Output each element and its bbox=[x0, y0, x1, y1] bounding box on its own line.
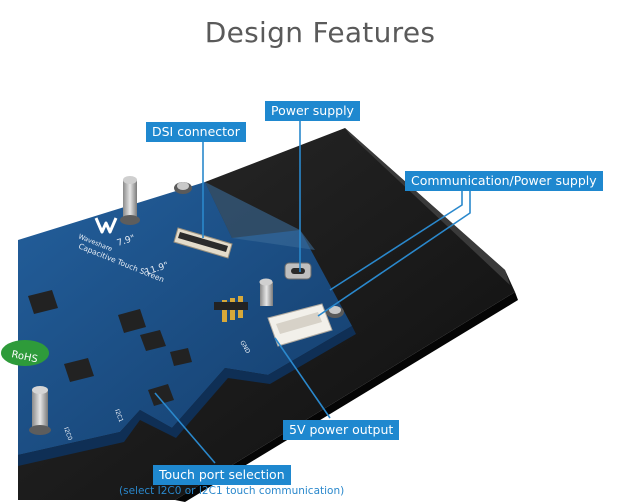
pcb-board bbox=[18, 182, 356, 466]
usb-c-port bbox=[284, 262, 312, 280]
callout-dsi-connector: DSI connector bbox=[146, 122, 246, 142]
leader-touch bbox=[154, 392, 216, 464]
callout-leaders bbox=[154, 116, 471, 464]
standoff-post bbox=[259, 278, 273, 306]
callout-power-supply: Power supply bbox=[265, 101, 360, 121]
callout-communication-power: Communication/Power supply bbox=[405, 171, 603, 191]
standoff-post bbox=[120, 176, 140, 225]
i2c0-label: I2C0 bbox=[62, 426, 73, 441]
callout-touch-port: Touch port selection bbox=[153, 465, 291, 485]
callout-5v-output: 5V power output bbox=[283, 420, 400, 440]
pin-header bbox=[214, 296, 248, 322]
rohs-seal bbox=[1, 340, 49, 366]
dsi-connector bbox=[173, 227, 233, 259]
page-title: Design Features bbox=[204, 16, 436, 49]
rohs-label: RoHS bbox=[10, 349, 38, 365]
screw bbox=[326, 306, 344, 318]
jst-connector bbox=[267, 303, 333, 347]
touch-port-note: (select I2C0 or I2C1 touch communication… bbox=[119, 485, 345, 497]
screw bbox=[174, 182, 192, 194]
leader-comm-b bbox=[317, 188, 471, 317]
leader-5v bbox=[274, 337, 331, 419]
brand-logo bbox=[94, 217, 118, 234]
leader-comm-a bbox=[329, 188, 463, 291]
ic-chip bbox=[28, 290, 192, 406]
i2c1-label: I2C1 bbox=[113, 408, 124, 423]
standoff-post bbox=[29, 386, 51, 435]
